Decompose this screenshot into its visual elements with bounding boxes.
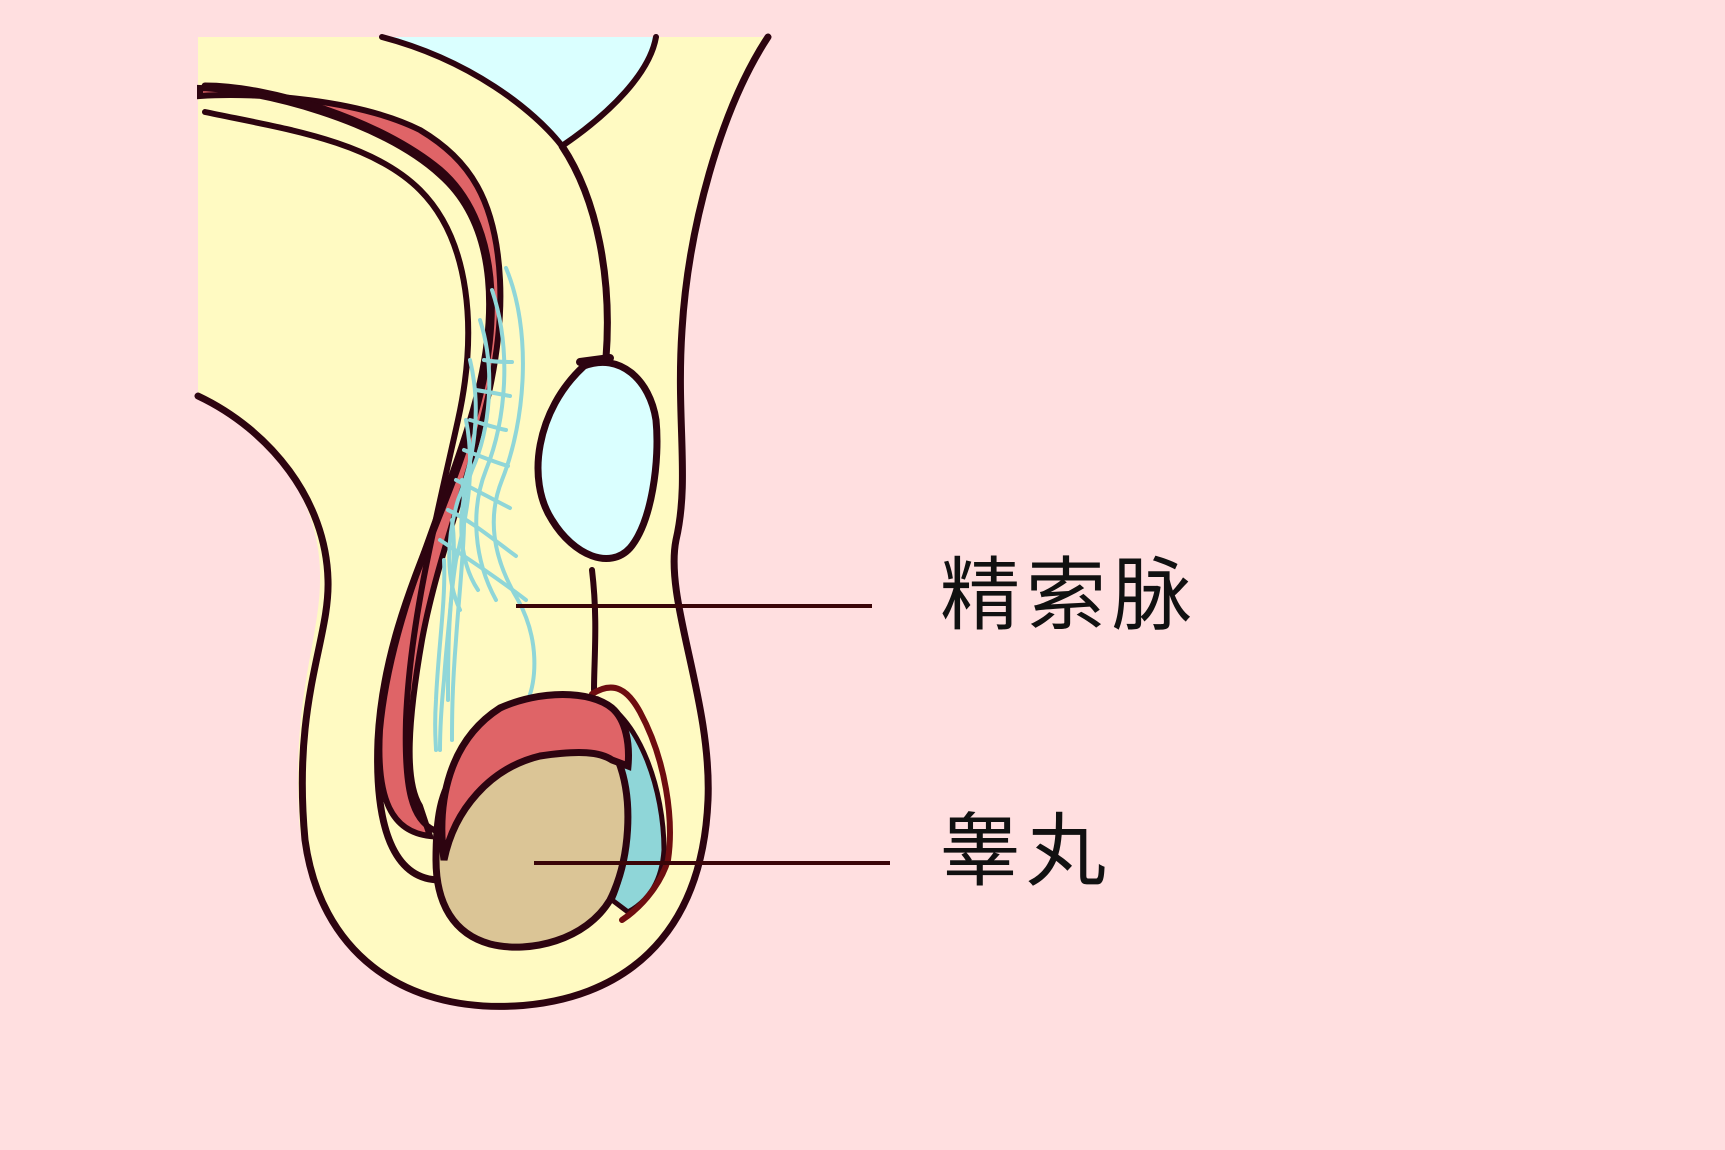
vas-line — [589, 567, 599, 693]
scrotum-outline — [194, 33, 772, 1010]
vessel-outline-inner — [202, 109, 472, 833]
epididymis-outer-line — [589, 684, 673, 923]
testis-cap — [438, 691, 632, 861]
bulb-connector-top — [576, 354, 614, 366]
plexus-strands — [433, 266, 537, 752]
label-spermatic-cord: 精索脉 — [940, 549, 1198, 642]
inner-canal-outline — [558, 142, 611, 362]
vessel-outline-outer — [201, 82, 495, 884]
bladder — [382, 37, 656, 146]
seminal-bulb — [534, 358, 661, 562]
label-testis: 睾丸 — [940, 805, 1112, 898]
